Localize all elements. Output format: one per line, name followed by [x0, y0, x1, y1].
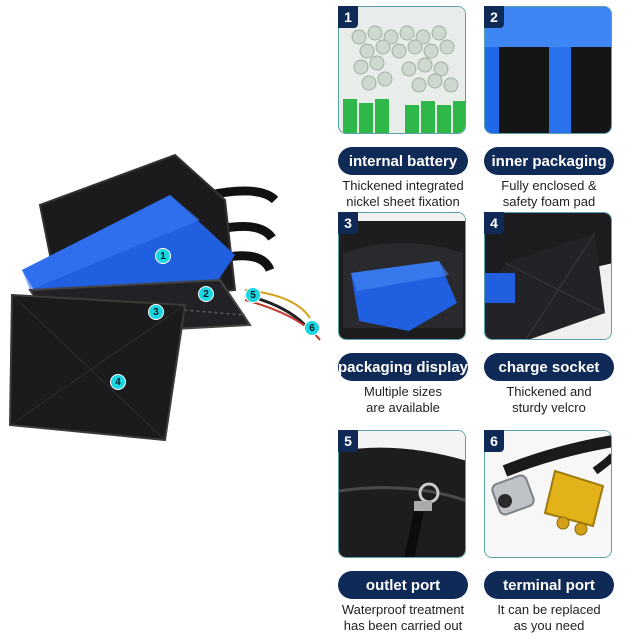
feature-title: charge socket — [484, 353, 614, 381]
marker-6: 6 — [304, 320, 320, 336]
feature-number: 6 — [484, 430, 504, 452]
battery-cells-photo — [338, 6, 466, 134]
feature-title: terminal port — [484, 571, 614, 599]
zipper-port-photo — [338, 430, 466, 558]
battery-bag-illustration — [8, 153, 321, 442]
velcro-flap-photo — [484, 212, 612, 340]
feature-description: Fully enclosed &safety foam pad — [501, 178, 597, 209]
feature-title: internal battery — [338, 147, 468, 175]
marker-1: 1 — [155, 248, 171, 264]
feature-number: 1 — [338, 6, 358, 28]
feature-title: outlet port — [338, 571, 468, 599]
connector-plugs-photo — [484, 430, 612, 558]
feature-number: 4 — [484, 212, 504, 234]
bag-open-photo — [338, 212, 466, 340]
marker-5: 5 — [245, 287, 261, 303]
feature-title: packaging display — [338, 353, 468, 381]
feature-number: 5 — [338, 430, 358, 452]
product-hero: 1 2 3 4 5 6 — [0, 140, 330, 460]
marker-2: 2 — [198, 286, 214, 302]
foam-pad-photo — [484, 6, 612, 134]
feature-number: 2 — [484, 6, 504, 28]
marker-3: 3 — [148, 304, 164, 320]
feature-title: inner packaging — [484, 147, 614, 175]
marker-4: 4 — [110, 374, 126, 390]
feature-number: 3 — [338, 212, 358, 234]
